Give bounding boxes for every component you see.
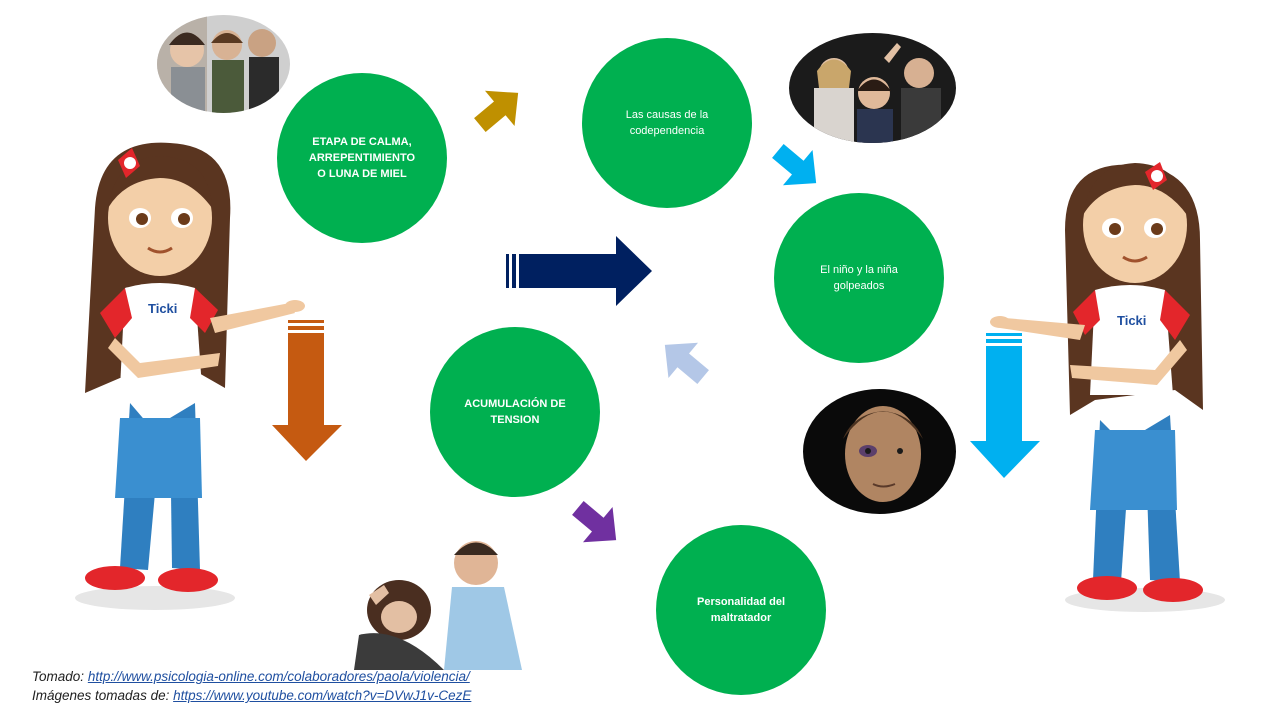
orange-down-arrow-icon xyxy=(272,320,342,461)
right-shirt-text: Ticki xyxy=(1117,313,1146,328)
photo-beaten-child xyxy=(803,389,956,514)
gold-arrow-icon xyxy=(474,90,519,132)
circle-nino-golpeados: El niño y la niña golpeados xyxy=(774,193,944,363)
photo-man-yelling xyxy=(344,525,522,670)
credit-source-link[interactable]: http://www.psicologia-online.com/colabor… xyxy=(87,669,470,684)
navy-arrow-icon xyxy=(506,236,652,306)
photo-family-argument xyxy=(157,15,290,113)
credit-images-label: Imágenes tomadas de: xyxy=(32,688,170,703)
credit-source-label: Tomado: xyxy=(32,669,85,684)
mascot-girl-right: Ticki xyxy=(985,160,1235,615)
cyan-arrow-icon xyxy=(772,144,817,186)
credit-source: Tomado: http://www.psicologia-online.com… xyxy=(32,669,470,684)
mascot-girl-left: Ticki xyxy=(60,138,310,613)
cyan-down-arrow-icon xyxy=(970,333,1040,478)
circle-acumulacion-tension: ACUMULACIÓN DE TENSION xyxy=(430,327,600,497)
lightblue-arrow-icon xyxy=(664,342,709,384)
circle-etapa-calma: ETAPA DE CALMA, ARREPENTIMIENTO O LUNA D… xyxy=(277,73,447,243)
credit-images-link[interactable]: https://www.youtube.com/watch?v=DVwJ1v-C… xyxy=(173,688,472,703)
credit-images: Imágenes tomadas de: https://www.youtube… xyxy=(32,688,471,703)
circle-causas-codependencia: Las causas de la codependencia xyxy=(582,38,752,208)
left-shirt-text: Ticki xyxy=(148,301,177,316)
photo-family-conflict xyxy=(789,33,956,143)
purple-arrow-icon xyxy=(572,501,617,543)
circle-personalidad-maltratador: Personalidad del maltratador xyxy=(656,525,826,695)
